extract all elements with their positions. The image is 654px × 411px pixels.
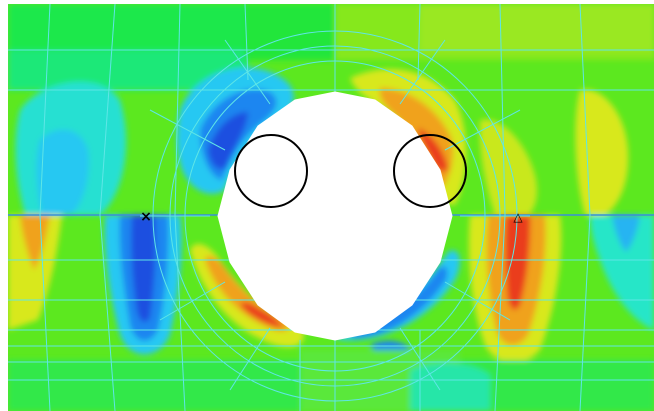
left-lower-deep-blue-column	[131, 215, 156, 322]
bottom-teal-spot	[410, 363, 490, 411]
min-marker-icon: ×	[140, 209, 152, 225]
upper-right-red-spot	[418, 128, 448, 172]
lower-left-red-spot	[240, 302, 282, 328]
far-right-cyan-column	[590, 215, 654, 330]
upper-left-deep-blue-spot	[208, 112, 248, 170]
top-left-green-region	[8, 4, 248, 50]
finite-element-mesh	[8, 4, 654, 411]
left-edge-orange-strip	[20, 215, 50, 270]
far-right-blue-spot	[612, 215, 640, 252]
left-light-blue-lobe	[36, 129, 89, 215]
contour-field	[8, 4, 654, 411]
max-marker-icon: △	[513, 210, 523, 224]
right-inner-yellow-region	[479, 119, 538, 215]
top-center-green-region	[245, 4, 335, 60]
right-lower-red-column	[504, 215, 531, 310]
right-probe-circle[interactable]	[393, 134, 467, 208]
top-right-lime-region	[420, 4, 654, 52]
left-probe-circle[interactable]	[234, 134, 308, 208]
left-edge-yellow-strip	[8, 215, 62, 330]
